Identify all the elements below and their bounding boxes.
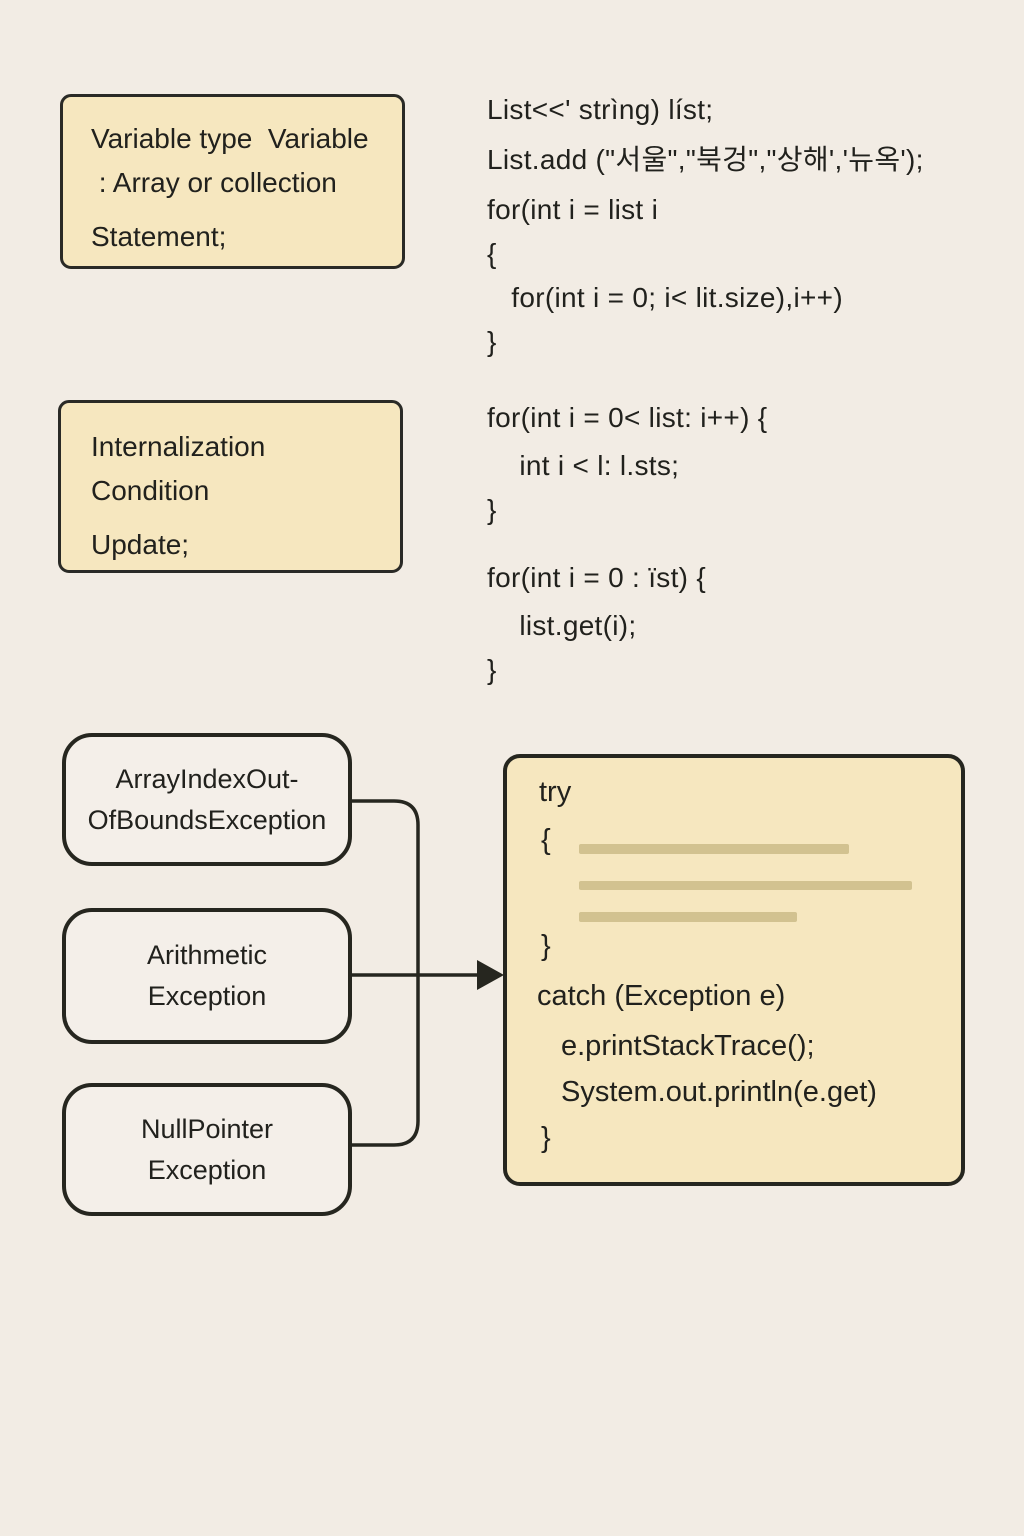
code-line: } <box>487 494 497 525</box>
code-block-foreach-loop: for(int i = 0 : ïst) { list.get(i); } <box>487 556 706 692</box>
exception-node-nullpointer: NullPointer Exception <box>62 1083 352 1216</box>
try-catch-box: try { } catch (Exception e) e.printStack… <box>503 754 965 1186</box>
catch-statement: e.printStackTrace(); <box>561 1030 815 1062</box>
loop-parts-line: Internalization <box>91 431 266 462</box>
exception-node-arithmetic: Arithmetic Exception <box>62 908 352 1044</box>
exception-label-line: Arithmetic <box>146 940 268 970</box>
exception-node-arrayindexoutofbounds: ArrayIndexOut- OfBoundsException <box>62 733 352 866</box>
code-line: list.get(i); <box>487 610 637 641</box>
code-line: List.add ("서울","북겅","상해','뉴옥'); <box>487 144 924 175</box>
exception-label-line: Exception <box>147 981 267 1011</box>
try-keyword: try <box>539 776 572 808</box>
catch-statement: System.out.println(e.get) <box>561 1076 877 1108</box>
code-line: List<<' strìng) líst; <box>487 94 714 125</box>
exception-label-line: OfBoundsException <box>87 804 327 835</box>
code-line: { <box>487 238 497 269</box>
redacted-code-bar <box>579 844 849 854</box>
code-line: } <box>487 326 497 357</box>
code-line: } <box>487 654 497 685</box>
loop-parts-line: Statement; <box>91 221 227 252</box>
code-line: for(int i = 0 : ïst) { <box>487 562 707 593</box>
loop-parts-line: Variable type Variable <box>91 123 369 154</box>
code-line: for(int i = list i <box>487 194 659 225</box>
init-condition-update-box: Internalization Condition Update; <box>58 400 403 573</box>
arrowhead-icon <box>477 960 504 990</box>
open-brace: { <box>541 824 551 856</box>
loop-parts-line: : Array or collection <box>91 167 337 198</box>
code-block-list-declaration: List<<' strìng) líst; List.add ("서울","북겅… <box>487 88 924 364</box>
exception-label-line: Exception <box>147 1154 267 1185</box>
code-block-for-loop: for(int i = 0< list: i++) { int i < l: l… <box>487 396 767 532</box>
exception-label-line: NullPointer <box>140 1113 274 1144</box>
redacted-code-bar <box>579 912 797 922</box>
loop-parts-box: Variable type Variable : Array or collec… <box>60 94 405 269</box>
code-line: for(int i = 0< list: i++) { <box>487 402 768 433</box>
code-line: for(int i = 0; i< lit.size),i++) <box>487 282 843 313</box>
close-brace: } <box>541 930 551 962</box>
exception-label-line: ArrayIndexOut- <box>115 763 299 794</box>
code-line: int i < l: l.sts; <box>487 450 680 481</box>
close-brace: } <box>541 1122 551 1154</box>
redacted-code-bar <box>579 881 912 890</box>
bracket-connector <box>350 799 420 1147</box>
loop-parts-line: Update; <box>91 529 190 560</box>
catch-clause: catch (Exception e) <box>537 980 786 1012</box>
loop-parts-line: Condition <box>91 475 210 506</box>
